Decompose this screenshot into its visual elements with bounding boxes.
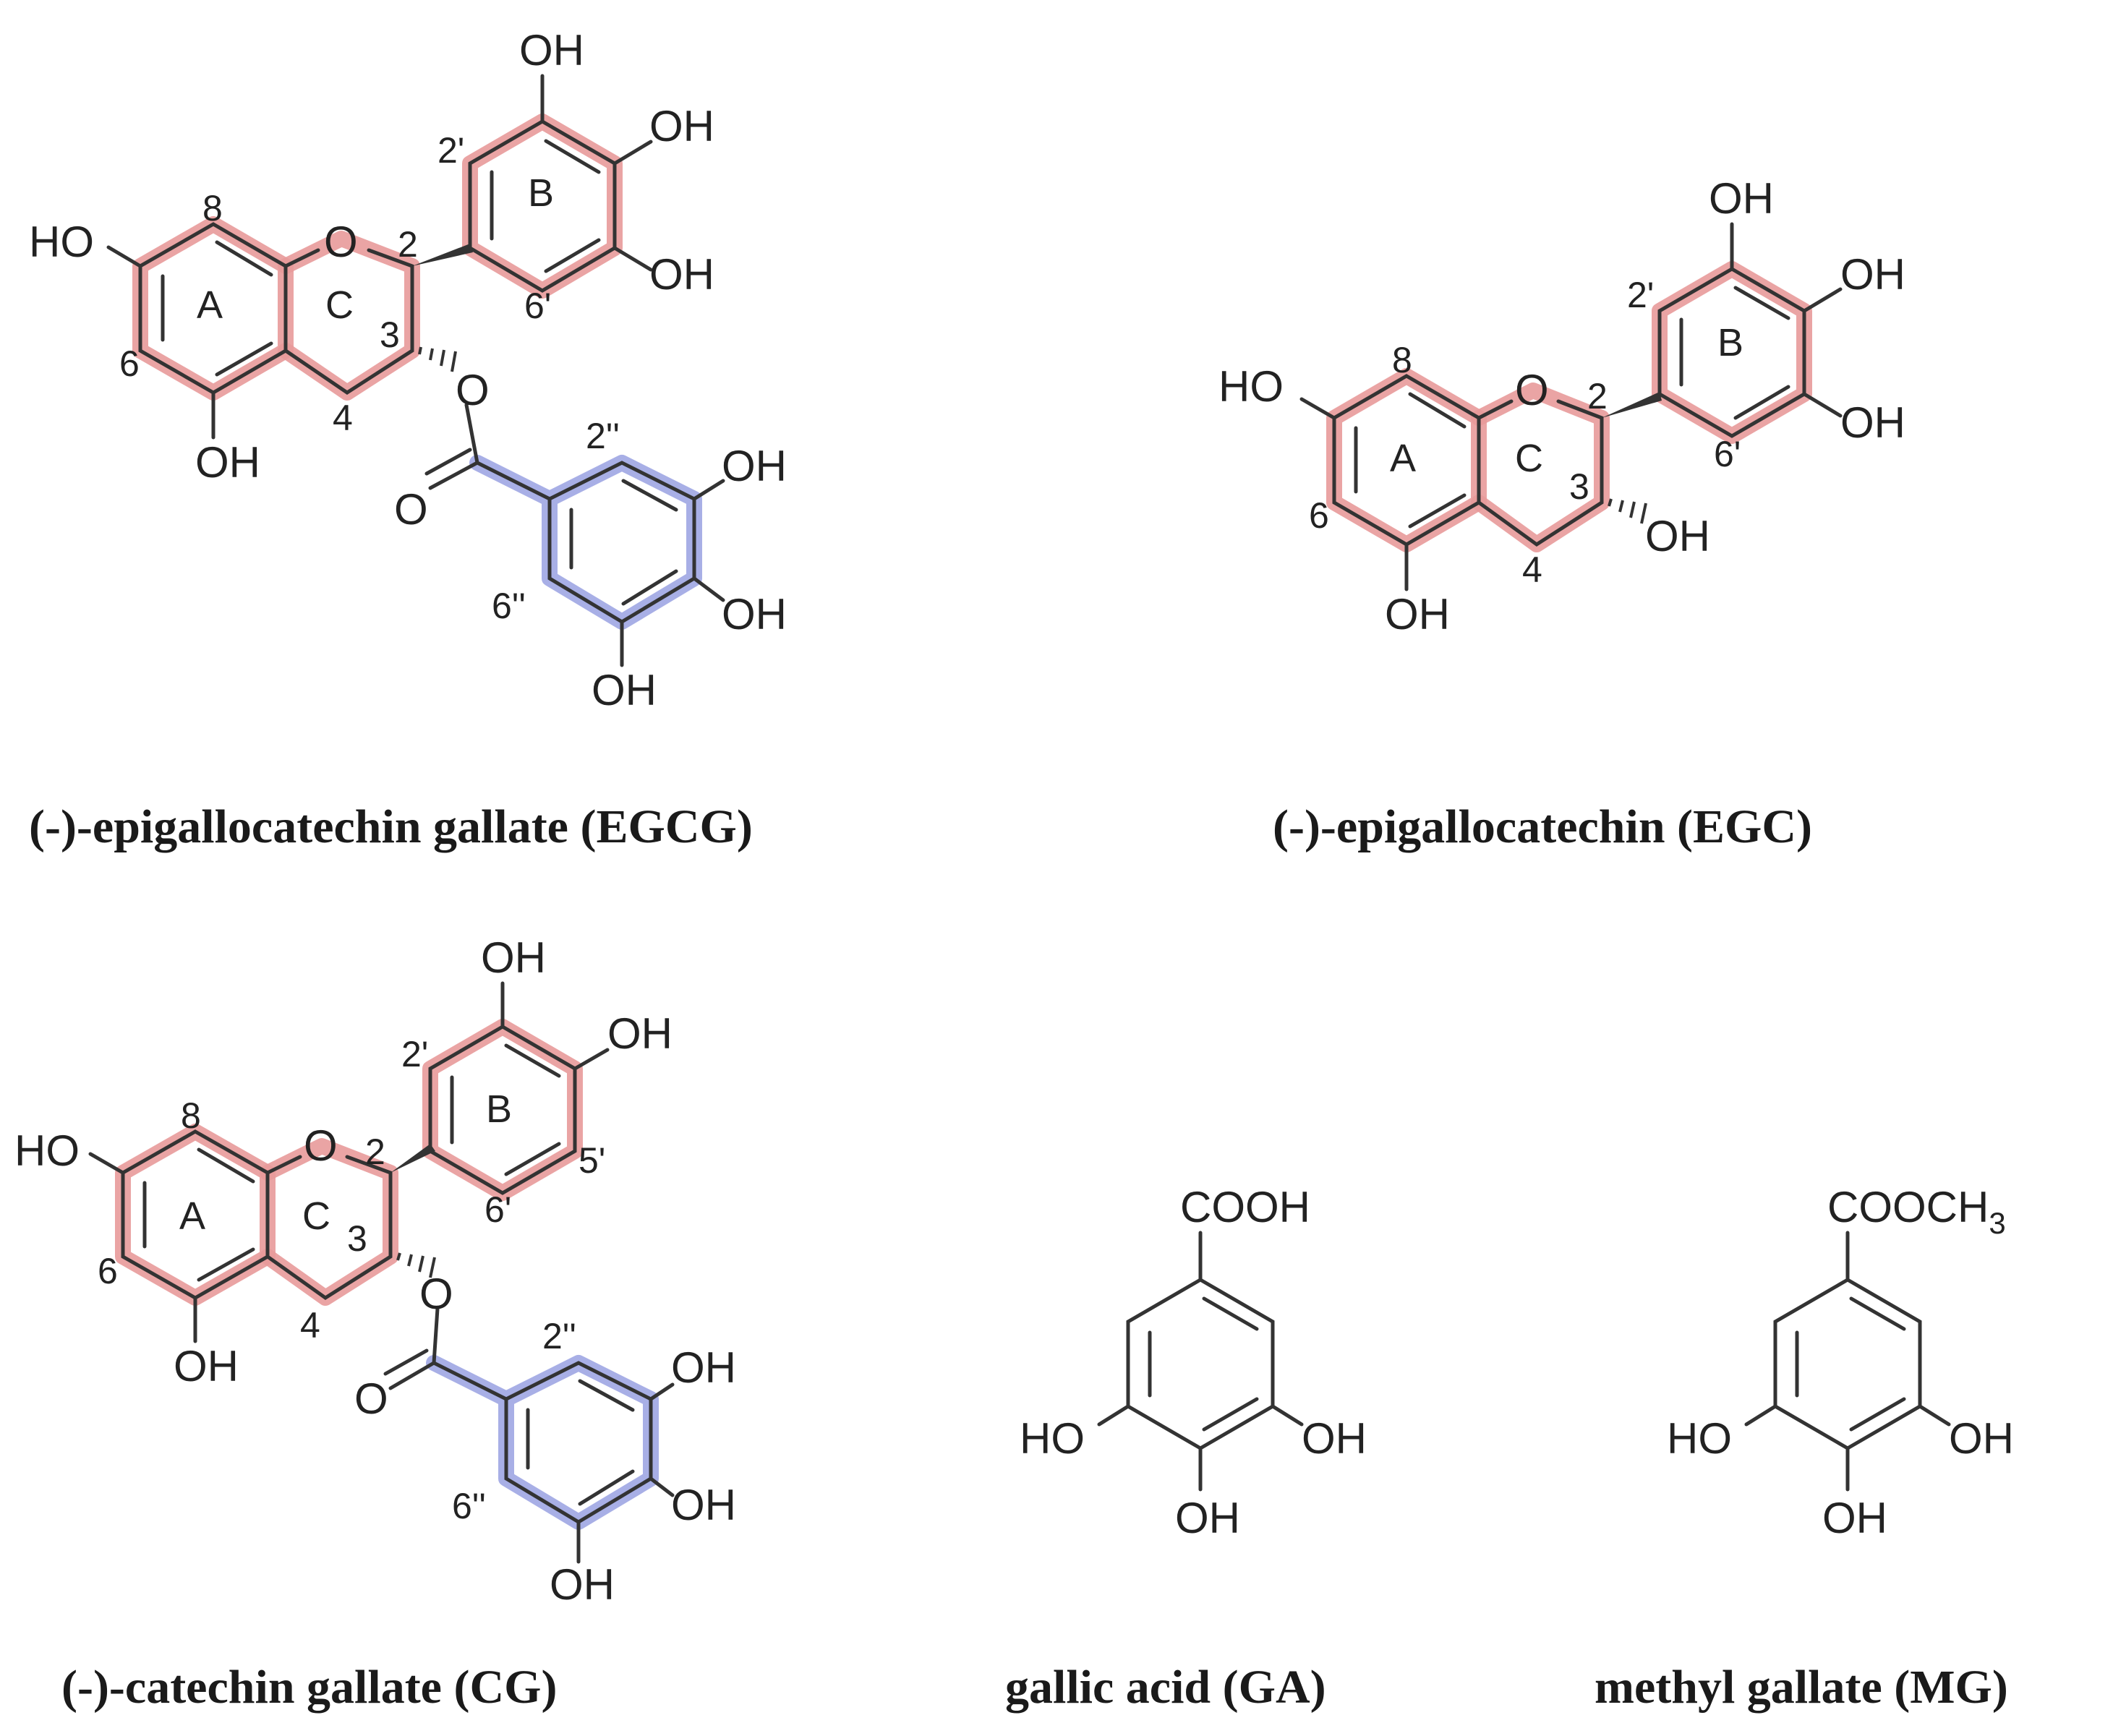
egcg-oh-4pp: OH xyxy=(722,590,787,638)
egc-ring-b-label: B xyxy=(1717,321,1743,364)
egcg-pos-6: 6 xyxy=(119,343,140,384)
egcg-oh-3p: OH xyxy=(519,26,584,74)
egc-pos-3: 3 xyxy=(1569,466,1589,507)
cg-pos-2pp: 2'' xyxy=(542,1316,576,1356)
egcg-caption: (-)-epigallocatechin gallate (EGCG) xyxy=(29,800,753,853)
cg-oh-3pp: OH xyxy=(671,1343,736,1392)
cg-pos-6pp: 6'' xyxy=(452,1486,486,1526)
egcg-pos-4: 4 xyxy=(333,398,353,438)
egcg-structure: HO O OH OH OH OH O O OH OH OH A B C 8 6 … xyxy=(29,26,787,853)
cg-oh-3p: OH xyxy=(481,933,546,982)
ga-caption: gallic acid (GA) xyxy=(1005,1661,1326,1714)
cg-ring-a-label: A xyxy=(179,1194,205,1238)
egc-pos-4: 4 xyxy=(1522,550,1542,590)
cg-o-ester: O xyxy=(419,1270,453,1318)
mg-ho-3: HO xyxy=(1667,1414,1732,1463)
ga-ho-3: HO xyxy=(1020,1414,1085,1463)
egc-ring-a-label: A xyxy=(1390,437,1416,480)
cg-pos-6p: 6' xyxy=(485,1189,511,1230)
egc-ho-7: HO xyxy=(1218,362,1284,411)
egcg-pos-3: 3 xyxy=(380,315,400,355)
egc-oh-3: OH xyxy=(1645,512,1710,560)
ga-structure: COOH HO OH OH gallic acid (GA) xyxy=(1005,1183,1367,1714)
egcg-o-carbonyl: O xyxy=(394,485,428,534)
cg-oh-5: OH xyxy=(174,1342,239,1390)
ga-oh-5: OH xyxy=(1302,1414,1367,1463)
egc-pos-8: 8 xyxy=(1392,340,1412,380)
cg-pos-3: 3 xyxy=(347,1218,367,1259)
cg-o-carbonyl: O xyxy=(354,1374,388,1423)
mg-oh-4: OH xyxy=(1822,1494,1887,1542)
ga-cooh: COOH xyxy=(1180,1183,1310,1231)
egcg-o-ring: O xyxy=(324,218,358,266)
egcg-ho-7: HO xyxy=(29,218,94,266)
egcg-pos-2p: 2' xyxy=(437,130,464,171)
cg-ring-c-label: C xyxy=(302,1194,330,1238)
cg-ho-7: HO xyxy=(14,1126,80,1175)
egcg-ring-c-label: C xyxy=(325,283,354,327)
cg-pos-6: 6 xyxy=(98,1251,118,1291)
egcg-ring-b-label: B xyxy=(528,171,554,215)
egc-structure: HO O OH OH OH OH OH A B C 8 6 2 3 4 2' 6… xyxy=(1218,174,1905,853)
egc-oh-5: OH xyxy=(1385,590,1450,638)
egc-pos-2: 2 xyxy=(1587,376,1608,416)
ga-oh-4: OH xyxy=(1175,1494,1240,1542)
egcg-pos-2: 2 xyxy=(398,224,418,265)
egcg-o-ester: O xyxy=(456,366,490,414)
cg-oh-4p: OH xyxy=(607,1009,673,1058)
egcg-oh-5p: OH xyxy=(649,250,714,299)
cg-oh-4pp: OH xyxy=(671,1481,736,1529)
egc-pos-2p: 2' xyxy=(1627,275,1654,315)
egcg-ring-a-label: A xyxy=(197,283,223,327)
egcg-oh-5pp: OH xyxy=(592,666,657,714)
egc-o-ring: O xyxy=(1515,366,1549,414)
egcg-pos-6pp: 6'' xyxy=(492,586,526,626)
egc-oh-4p: OH xyxy=(1840,250,1905,299)
egc-pos-6p: 6' xyxy=(1714,434,1741,474)
egc-pos-6: 6 xyxy=(1309,495,1329,536)
egc-oh-5p: OH xyxy=(1840,398,1905,447)
mg-structure: COOCH3 HO OH OH methyl gallate (MG) xyxy=(1595,1183,2014,1714)
mg-cooch3: COOCH3 xyxy=(1827,1183,2006,1240)
cg-pos-4: 4 xyxy=(300,1305,320,1346)
egcg-oh-4p: OH xyxy=(649,102,714,150)
cg-o-ring: O xyxy=(304,1121,338,1170)
cg-pos-8: 8 xyxy=(181,1095,201,1136)
egc-ring-c-label: C xyxy=(1515,437,1543,480)
mg-oh-5: OH xyxy=(1949,1414,2014,1463)
egc-oh-3p: OH xyxy=(1709,174,1774,223)
egcg-pos-6p: 6' xyxy=(524,286,551,326)
egcg-oh-5: OH xyxy=(195,438,260,487)
cg-pos-2p: 2' xyxy=(401,1034,428,1074)
cg-pos-5p: 5' xyxy=(579,1140,605,1181)
egcg-pos-2pp: 2'' xyxy=(586,416,620,456)
egcg-pos-8: 8 xyxy=(202,188,223,228)
cg-oh-5pp: OH xyxy=(550,1560,615,1609)
egc-caption: (-)-epigallocatechin (EGC) xyxy=(1273,800,1812,853)
egcg-oh-3pp: OH xyxy=(722,442,787,490)
mg-caption: methyl gallate (MG) xyxy=(1595,1661,2008,1714)
egcg-ring-c xyxy=(283,248,320,268)
cg-pos-2: 2 xyxy=(365,1132,385,1172)
cg-structure: HO O OH OH OH O O OH OH OH A B C 8 6 2 3… xyxy=(14,933,736,1714)
cg-caption: (-)-catechin gallate (CG) xyxy=(61,1661,557,1714)
cg-ring-b-label: B xyxy=(486,1087,512,1131)
